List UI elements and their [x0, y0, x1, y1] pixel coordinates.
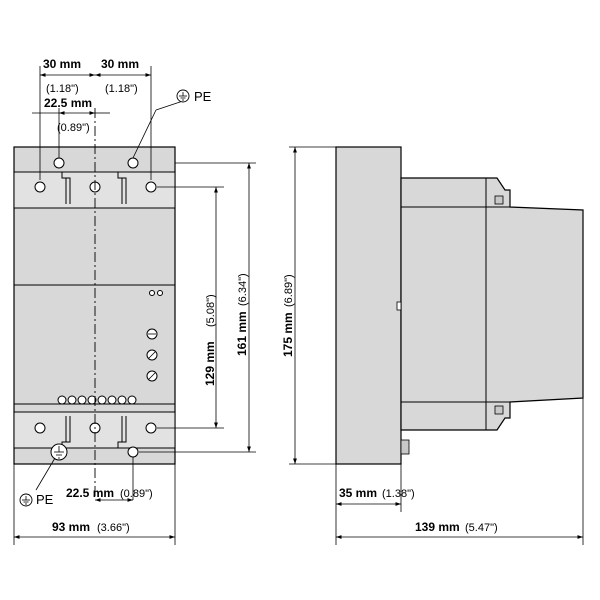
front-view — [13, 108, 176, 498]
pe-screw — [127, 157, 139, 169]
ground-icon — [176, 89, 190, 103]
dim-top-center-inch: (0.89") — [57, 122, 90, 134]
pe-label-bottom: PE — [36, 492, 54, 507]
dim-top-center-mm: 22.5 mm — [44, 96, 92, 110]
pe-terminal-icon — [50, 443, 68, 461]
side-dimensions — [289, 146, 584, 545]
side-dim-depth-inch: (5.47") — [465, 522, 498, 534]
dim-bottom-center-mm: 22.5 mm — [66, 486, 114, 500]
pe-label-top: PE — [194, 89, 212, 104]
side-dim-rail-mm: 35 mm — [339, 486, 377, 500]
front-dimensions — [13, 66, 256, 545]
dim-top-right-inch: (1.18") — [105, 83, 138, 95]
dim-height-inch: (6.34") — [237, 273, 249, 306]
potentiometer-icon — [146, 349, 158, 361]
mount-hole — [127, 446, 139, 458]
side-dim-height-mm: 175 mm — [281, 312, 295, 357]
side-housing-rear — [400, 177, 584, 431]
control-terminals — [57, 395, 137, 405]
dim-width-inch: (3.66") — [97, 522, 130, 534]
dim-hole-height-inch: (5.08") — [205, 294, 217, 327]
dim-top-right-mm: 30 mm — [101, 57, 139, 71]
dim-bottom-center-inch: (0.89") — [120, 488, 153, 500]
side-dim-depth-mm: 139 mm — [415, 520, 460, 534]
side-view — [335, 146, 584, 465]
potentiometer-icon — [146, 370, 158, 382]
led-icon — [149, 290, 155, 296]
ground-icon — [19, 493, 33, 507]
potentiometer-icon — [146, 328, 158, 340]
dim-width-mm: 93 mm — [52, 520, 90, 534]
dim-top-left-inch: (1.18") — [46, 83, 79, 95]
side-housing-front — [335, 146, 402, 465]
dim-top-left-mm: 30 mm — [43, 57, 81, 71]
dim-hole-height-mm: 129 mm — [203, 341, 217, 386]
side-dim-rail-inch: (1.38") — [382, 488, 415, 500]
led-icon — [157, 290, 163, 296]
side-dim-height-inch: (6.89") — [283, 274, 295, 307]
dim-height-mm: 161 mm — [235, 311, 249, 356]
mount-hole — [53, 157, 65, 169]
